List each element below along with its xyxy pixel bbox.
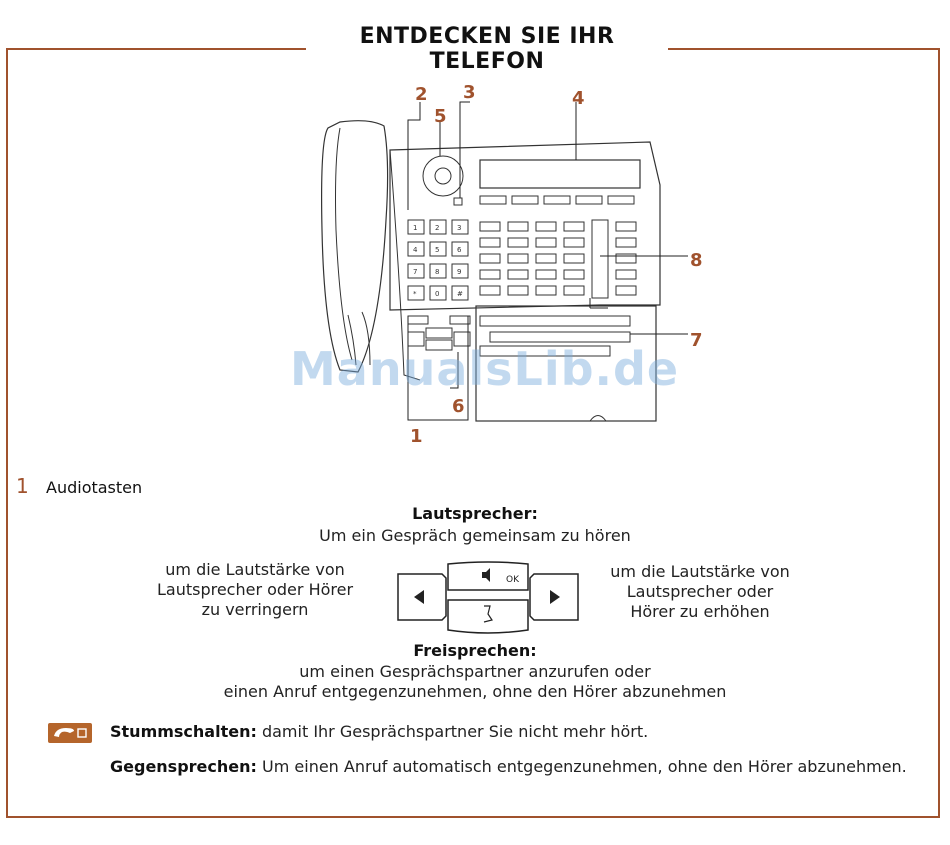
callout-3: 3: [463, 82, 476, 103]
svg-text:5: 5: [435, 246, 439, 254]
handsfree-heading: Freisprechen:: [413, 641, 537, 660]
page-title: ENTDECKEN SIE IHR TELEFON: [359, 24, 615, 74]
volume-up-key: [529, 573, 579, 621]
section-title: Audiotasten: [46, 478, 143, 497]
ok-label: OK: [506, 575, 520, 585]
mute-key-badge: [48, 723, 92, 743]
volume-down-text: um die Lautstärke von Lautsprecher oder …: [156, 560, 354, 619]
handsfree-text: um einen Gesprächspartner anzurufen oder…: [223, 662, 727, 701]
mute-text: damit Ihr Gesprächspartner Sie nicht meh…: [261, 722, 649, 741]
watermark: ManualsLib.de: [290, 342, 680, 396]
callout-8: 8: [690, 250, 703, 271]
volume-down-key: [397, 573, 447, 621]
volume-up-text: um die Lautstärke von Lautsprecher oder …: [610, 562, 790, 621]
section-number: 1: [16, 474, 29, 498]
phone-diagram: 1 2 3 4 5 6 7 8 9 * 0 # 2 3 4 5 8 7 6 1: [321, 82, 703, 445]
speaker-text: Um ein Gespräch gemeinsam zu hören: [319, 526, 631, 545]
svg-text:3: 3: [457, 224, 461, 232]
svg-text:9: 9: [457, 268, 461, 276]
audio-keys-detail: OK: [397, 561, 579, 634]
speaker-heading: Lautsprecher:: [412, 504, 538, 523]
svg-text:8: 8: [435, 268, 439, 276]
svg-text:0: 0: [435, 290, 439, 298]
svg-text:1: 1: [413, 224, 417, 232]
keypad: [407, 219, 469, 301]
callout-5: 5: [434, 106, 447, 127]
callout-1: 1: [410, 426, 423, 445]
callout-6: 6: [452, 396, 465, 417]
frame-top-right: [668, 48, 940, 50]
audio-keys: [407, 315, 471, 351]
svg-text:6: 6: [457, 246, 462, 254]
navigation-pad: [422, 155, 464, 197]
callout-4: 4: [572, 88, 585, 109]
frame-top-left: [6, 48, 306, 50]
speaker-key: [447, 561, 529, 591]
intercom-line: Gegensprechen: Um einen Anruf automatisc…: [110, 757, 907, 776]
svg-text:#: #: [457, 290, 463, 298]
intercom-label: Gegensprechen:: [110, 757, 257, 776]
handset-mute-icon: [54, 728, 87, 738]
phone-base: [389, 141, 661, 311]
handset: [321, 120, 389, 373]
alphabetic-keyboard: [479, 315, 631, 357]
intercom-text: Um einen Anruf automatisch entgegenzuneh…: [262, 757, 907, 776]
svg-text:7: 7: [413, 268, 417, 276]
svg-text:2: 2: [435, 224, 439, 232]
handsfree-key: [447, 599, 529, 634]
callout-2: 2: [415, 84, 428, 105]
display: [479, 159, 641, 189]
programmable-keys: [479, 219, 637, 299]
page-frame: [6, 48, 940, 818]
svg-text:*: *: [413, 290, 417, 298]
mute-label: Stummschalten:: [110, 722, 257, 741]
mute-line: Stummschalten: damit Ihr Gesprächspartne…: [110, 722, 648, 741]
callout-7: 7: [690, 330, 703, 351]
svg-text:4: 4: [413, 246, 418, 254]
